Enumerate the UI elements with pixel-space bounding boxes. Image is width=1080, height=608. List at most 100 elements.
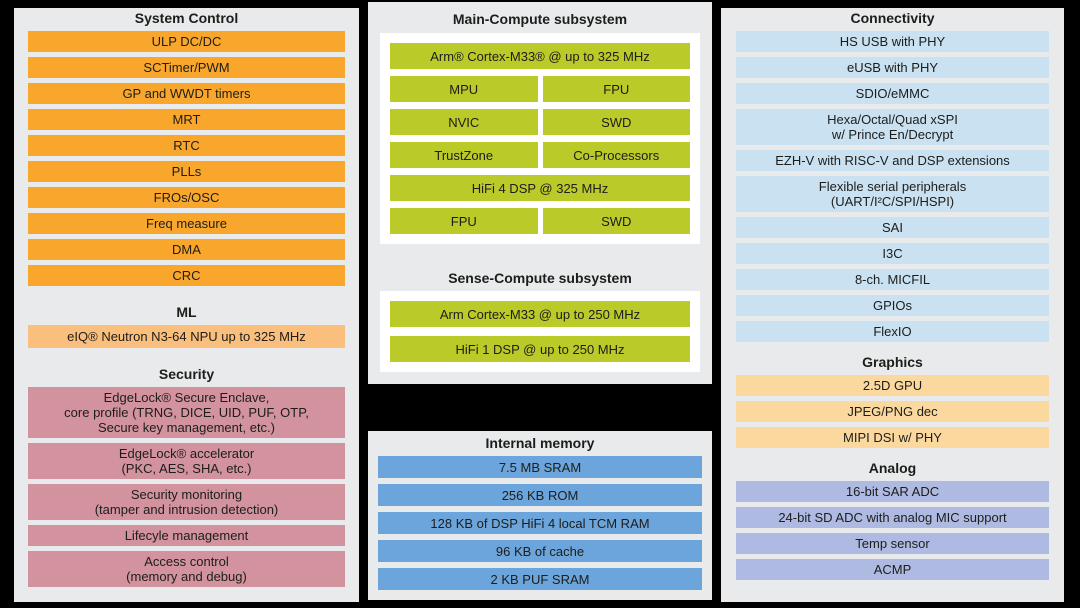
spec-bar: eIQ® Neutron N3-64 NPU up to 325 MHz [28, 325, 345, 348]
rows: 16-bit SAR ADC 24-bit SD ADC with analog … [721, 481, 1064, 580]
spec-bar: 2.5D GPU [736, 375, 1049, 396]
spec-bar: NVIC [390, 109, 538, 135]
spec-bar: EZH-V with RISC-V and DSP extensions [736, 150, 1049, 171]
row: GP and WWDT timers [28, 83, 345, 104]
spec-bar: MRT [28, 109, 345, 130]
row: 256 KB ROM [378, 484, 702, 506]
row: FlexIO [736, 321, 1049, 342]
spec-bar: MPU [390, 76, 538, 102]
spec-bar: Access control (memory and debug) [28, 551, 345, 587]
spec-bar: EdgeLock® Secure Enclave, core profile (… [28, 387, 345, 438]
spec-bar: Arm® Cortex-M33® @ up to 325 MHz [390, 43, 690, 69]
sec-connectivity: Connectivity HS USB with PHY eUSB with PHY… [721, 8, 1064, 342]
spec-bar: ULP DC/DC [28, 31, 345, 52]
spec-bar: 24-bit SD ADC with analog MIC support [736, 507, 1049, 528]
row: HiFi 1 DSP @ up to 250 MHz [390, 336, 690, 362]
spec-bar: CRC [28, 265, 345, 286]
row: ULP DC/DC [28, 31, 345, 52]
spec-bar: 96 KB of cache [378, 540, 702, 562]
row: eIQ® Neutron N3-64 NPU up to 325 MHz [28, 325, 345, 348]
spec-bar: SAI [736, 217, 1049, 238]
row: 2 KB PUF SRAM [378, 568, 702, 590]
spec-bar: FPU [390, 208, 538, 234]
row: FROs/OSC [28, 187, 345, 208]
spec-bar: Hexa/Octal/Quad xSPI w/ Prince En/Decryp… [736, 109, 1049, 145]
row: 8-ch. MICFIL [736, 269, 1049, 290]
row: SDIO/eMMC [736, 83, 1049, 104]
spec-bar: TrustZone [390, 142, 538, 168]
row: 7.5 MB SRAM [378, 456, 702, 478]
row: SAI [736, 217, 1049, 238]
row: EdgeLock® Secure Enclave, core profile (… [28, 387, 345, 438]
row: MIPI DSI w/ PHY [736, 427, 1049, 448]
spec-bar: ACMP [736, 559, 1049, 580]
spec-bar: EdgeLock® accelerator (PKC, AES, SHA, et… [28, 443, 345, 479]
rows: EdgeLock® Secure Enclave, core profile (… [14, 387, 359, 587]
row: MRT [28, 109, 345, 130]
row: HiFi 4 DSP @ 325 MHz [390, 175, 690, 201]
spec-bar: HS USB with PHY [736, 31, 1049, 52]
spec-bar: SWD [542, 208, 690, 234]
row: Lifecyle management [28, 525, 345, 546]
spec-bar: 16-bit SAR ADC [736, 481, 1049, 502]
section-title: Connectivity [850, 10, 935, 26]
spec-bar: eUSB with PHY [736, 57, 1049, 78]
row: Arm Cortex-M33 @ up to 250 MHz [390, 301, 690, 327]
spec-bar: HiFi 4 DSP @ 325 MHz [390, 175, 690, 201]
spec-bar: FlexIO [736, 321, 1049, 342]
spec-bar: SWD [542, 109, 690, 135]
rows: eIQ® Neutron N3-64 NPU up to 325 MHz [14, 325, 359, 348]
spec-bar: 8-ch. MICFIL [736, 269, 1049, 290]
spec-bar: FROs/OSC [28, 187, 345, 208]
row: 2.5D GPU [736, 375, 1049, 396]
spec-bar: 256 KB ROM [378, 484, 702, 506]
spec-bar: SCTimer/PWM [28, 57, 345, 78]
row: CRC [28, 265, 345, 286]
spec-bar: Co-Processors [542, 142, 690, 168]
spec-bar: 2 KB PUF SRAM [378, 568, 702, 590]
row: Temp sensor [736, 533, 1049, 554]
section-title: Analog [868, 460, 917, 476]
section-title: ML [176, 304, 197, 320]
row: 24-bit SD ADC with analog MIC support [736, 507, 1049, 528]
sec-ml: ML eIQ® Neutron N3-64 NPU up to 325 MHz [14, 302, 359, 348]
spec-bar: SDIO/eMMC [736, 83, 1049, 104]
row: Access control (memory and debug) [28, 551, 345, 587]
spec-bar: 128 KB of DSP HiFi 4 local TCM RAM [378, 512, 702, 534]
row: Arm® Cortex-M33® @ up to 325 MHz [390, 43, 690, 69]
section-title: Graphics [862, 354, 923, 370]
sec-analog: Analog 16-bit SAR ADC 24-bit SD ADC with a… [721, 458, 1064, 580]
spec-bar: GP and WWDT timers [28, 83, 345, 104]
spec-bar: MIPI DSI w/ PHY [736, 427, 1049, 448]
row: HS USB with PHY [736, 31, 1049, 52]
spec-bar: Flexible serial peripherals (UART/I²C/SP… [736, 176, 1049, 212]
spec-bar: PLLs [28, 161, 345, 182]
row: Hexa/Octal/Quad xSPI w/ Prince En/Decryp… [736, 109, 1049, 145]
row: Security monitoring (tamper and intrusio… [28, 484, 345, 520]
row: 16-bit SAR ADC [736, 481, 1049, 502]
rows: 7.5 MB SRAM 256 KB ROM 128 KB of DSP HiFi … [368, 456, 712, 590]
row: eUSB with PHY [736, 57, 1049, 78]
row: Freq measure [28, 213, 345, 234]
spec-bar: Freq measure [28, 213, 345, 234]
section-title: System Control [134, 10, 239, 26]
spec-bar: GPIOs [736, 295, 1049, 316]
section-title: Sense-Compute subsystem [448, 270, 632, 286]
row: Flexible serial peripherals (UART/I²C/SP… [736, 176, 1049, 212]
